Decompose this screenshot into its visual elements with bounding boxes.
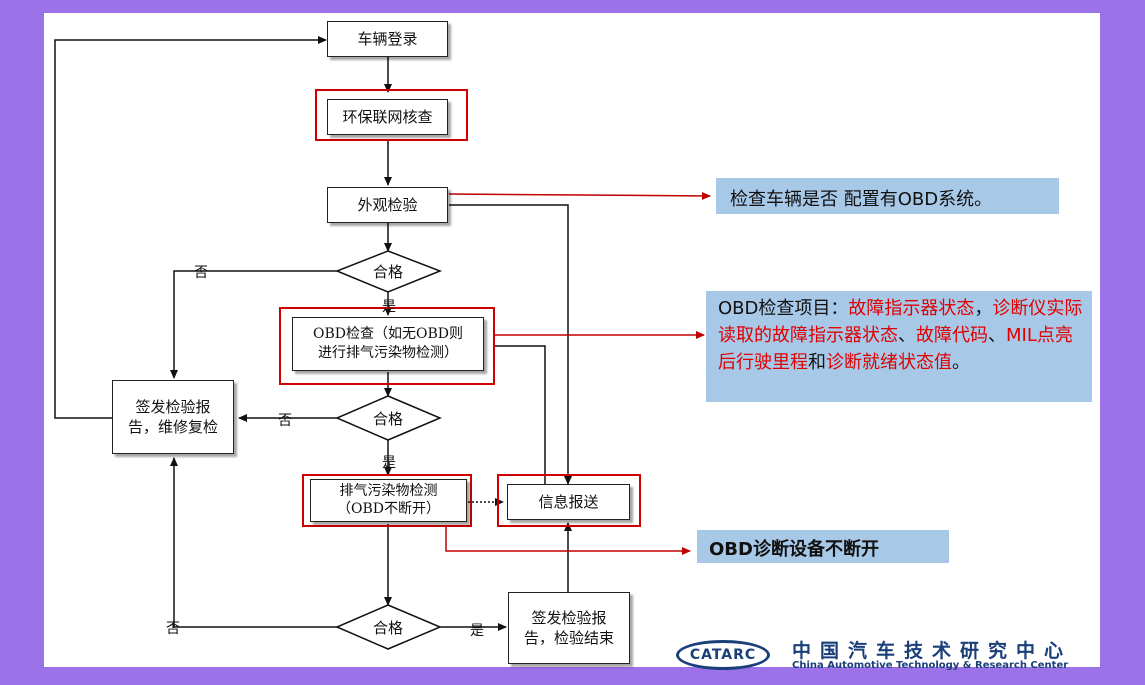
line-obd-info — [495, 345, 546, 484]
step-vehicle-login-label: 车辆登录 — [357, 29, 418, 48]
note-obd-config: 检查车辆是否 配置有OBD系统。 — [716, 178, 1059, 214]
step-visual-inspection[interactable]: 外观检验 — [327, 187, 448, 223]
arrow-visual-info — [449, 204, 572, 485]
decision-3-shape — [335, 604, 442, 650]
label-d1-yes: 是 — [382, 299, 396, 315]
step-report-repair[interactable]: 签发检验报 告，维修复检 — [112, 380, 234, 454]
step-emission-line1: 排气污染物检测 — [339, 483, 438, 499]
step-emission-test[interactable]: 排气污染物检测 （OBD不断开） — [310, 479, 467, 522]
catarc-emblem: CATARC — [676, 640, 770, 670]
step-info-report[interactable]: 信息报送 — [507, 484, 630, 520]
highlight-info-report — [497, 474, 641, 527]
note-item-scan-mil: 诊断仪实际读取的故障指示器状态 — [718, 298, 1083, 346]
step-obd-line2: 进行排气污染物检测） — [318, 345, 458, 361]
note-items-title: OBD检查项目： — [718, 298, 849, 319]
note-item-mil-distance: MIL点亮后行驶里程 — [718, 325, 1073, 373]
note-end: 。 — [952, 352, 970, 373]
step-obd-line1: OBD检查（如无OBD则 — [313, 326, 463, 343]
note-sep-2: 、 — [898, 325, 916, 346]
step-info-report-label: 信息报送 — [538, 492, 599, 511]
callout-visual — [448, 191, 711, 200]
step-report-end-line2: 告，检验结束 — [523, 629, 614, 647]
note-obd-config-text: 检查车辆是否 配置有OBD系统。 — [730, 189, 993, 210]
step-report-repair-line2: 告，维修复检 — [127, 418, 218, 436]
step-report-end[interactable]: 签发检验报 告，检验结束 — [508, 592, 630, 664]
decision-1-label: 合格 — [372, 262, 403, 281]
highlight-env-check — [315, 89, 468, 141]
decision-3-label: 合格 — [372, 618, 403, 637]
highlight-obd-check — [279, 307, 495, 385]
label-d3-yes: 是 — [470, 623, 484, 639]
step-vehicle-login[interactable]: 车辆登录 — [327, 21, 448, 57]
decision-1-shape — [334, 250, 443, 293]
catarc-name-en: China Automotive Technology & Research C… — [792, 660, 1069, 671]
note-obd-connected: OBD诊断设备不断开 — [697, 530, 949, 563]
step-env-check[interactable]: 环保联网核查 — [327, 99, 448, 135]
catarc-name-cn: 中国汽车技术研究中心 — [792, 640, 1073, 662]
label-d2-no: 否 — [278, 413, 292, 429]
step-env-check-label: 环保联网核查 — [342, 107, 433, 126]
arrow-loop-login — [54, 36, 327, 419]
step-emission-line2: （OBD不断开） — [337, 500, 440, 517]
decision-2-shape — [335, 395, 442, 441]
step-obd-check[interactable]: OBD检查（如无OBD则 进行排气污染物检测） — [292, 317, 484, 371]
catarc-abbr: CATARC — [689, 647, 757, 663]
note-item-mil-status: 故障指示器状态 — [848, 298, 975, 319]
label-d2-yes: 是 — [382, 455, 396, 471]
note-item-readiness: 诊断就绪状态值 — [826, 352, 952, 373]
note-and: 和 — [808, 352, 826, 373]
step-report-end-line1: 签发检验报 — [531, 608, 607, 627]
arrow-d3-no — [170, 457, 337, 628]
arrow-d1-no — [170, 270, 337, 379]
step-visual-inspection-label: 外观检验 — [357, 195, 418, 214]
note-obd-items: OBD检查项目：故障指示器状态，诊断仪实际读取的故障指示器状态、故障代码、MIL… — [706, 291, 1092, 402]
highlight-emission-test — [302, 474, 472, 527]
note-item-dtc: 故障代码 — [916, 325, 988, 346]
step-report-repair-line1: 签发检验报 — [135, 397, 211, 416]
note-sep-3: 、 — [988, 325, 1006, 346]
note-sep-1: ， — [974, 298, 993, 319]
label-d3-no: 否 — [166, 621, 180, 637]
callout-emission — [445, 526, 691, 555]
note-obd-connected-text: OBD诊断设备不断开 — [709, 539, 879, 560]
label-d1-no: 否 — [194, 265, 208, 281]
decision-2-label: 合格 — [372, 409, 403, 428]
